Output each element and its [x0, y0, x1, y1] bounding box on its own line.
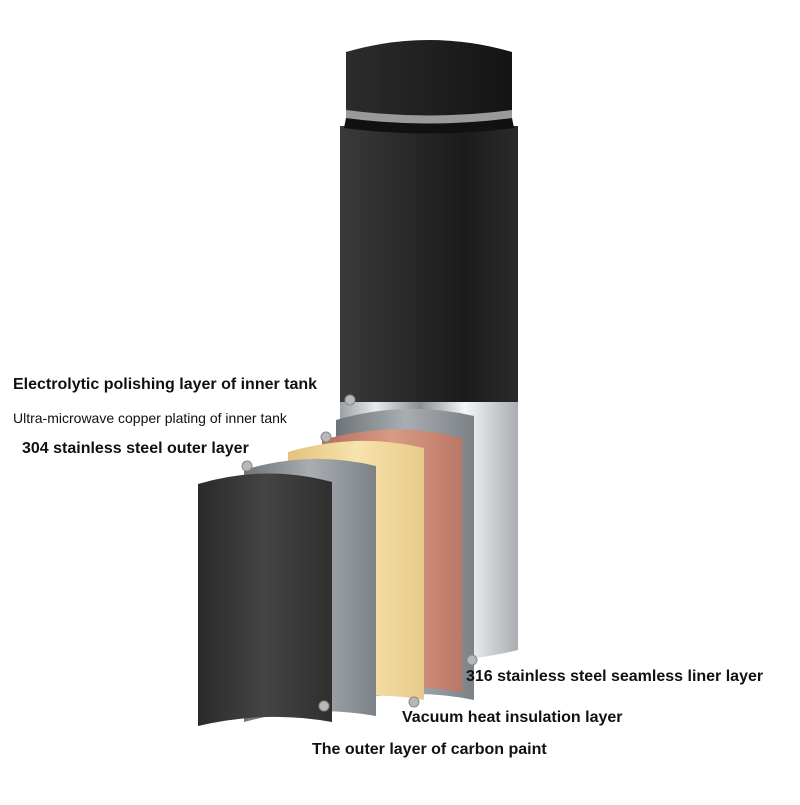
carbon-paint-layer	[198, 473, 332, 726]
marker-electrolytic	[344, 394, 356, 406]
label-316: 316 stainless steel seamless liner layer	[466, 668, 764, 685]
layers	[198, 408, 474, 726]
label-copper: Ultra-microwave copper plating of inner …	[13, 410, 287, 426]
cap-ring	[346, 110, 512, 124]
marker-316	[466, 654, 478, 666]
label-vacuum: Vacuum heat insulation layer	[402, 709, 623, 726]
label-electrolytic: Electrolytic polishing layer of inner ta…	[13, 376, 318, 393]
marker-304	[241, 460, 253, 472]
markers	[241, 394, 478, 712]
bottle-black-body	[340, 126, 518, 402]
bottle-cap	[346, 40, 512, 117]
cap-gap	[344, 118, 514, 134]
marker-vacuum	[408, 696, 420, 708]
marker-copper	[320, 431, 332, 443]
marker-carbon	[318, 700, 330, 712]
label-304: 304 stainless steel outer layer	[22, 440, 249, 457]
label-carbon: The outer layer of carbon paint	[312, 741, 547, 758]
